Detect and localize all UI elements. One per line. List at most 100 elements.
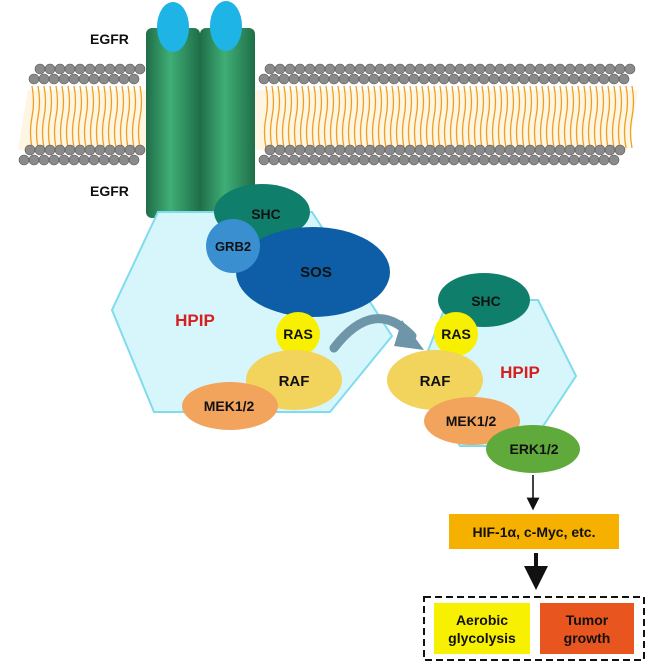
lipid-head — [438, 154, 450, 166]
lipid-head — [298, 73, 310, 85]
lipid-head — [28, 73, 40, 85]
lipid-head — [268, 154, 280, 166]
lipid-head — [424, 144, 436, 156]
lipid-head — [598, 73, 610, 85]
lipid-tail — [29, 85, 35, 149]
lipid-head — [524, 144, 536, 156]
lipid-tail — [551, 85, 557, 149]
lipid-head — [94, 63, 106, 75]
lipid-tail — [77, 85, 83, 149]
lipid-head — [338, 73, 350, 85]
lipid-head — [304, 63, 316, 75]
lipid-head — [284, 144, 296, 156]
lipid-head — [48, 154, 60, 166]
lipid-head — [478, 73, 490, 85]
lipid-head — [498, 73, 510, 85]
hpip-label-left: HPIP — [175, 311, 215, 330]
lipid-head — [488, 73, 500, 85]
lipid-tail — [563, 85, 569, 149]
lipid-tail — [539, 85, 545, 149]
lipid-tail — [575, 85, 581, 149]
lipid-head — [604, 144, 616, 156]
lipid-head — [384, 144, 396, 156]
lipid-head — [94, 144, 106, 156]
lipid-head — [298, 154, 310, 166]
lipid-head — [348, 73, 360, 85]
lipid-head — [44, 63, 56, 75]
lipid-head — [514, 63, 526, 75]
lipid-head — [54, 63, 66, 75]
lipid-head — [134, 63, 146, 75]
lipid-head — [304, 144, 316, 156]
lipid-tail — [377, 85, 383, 149]
lipid-tail — [71, 85, 77, 149]
raf-label-right: RAF — [420, 373, 451, 390]
lipid-head — [618, 73, 630, 85]
lipid-head — [394, 144, 406, 156]
lipid-head — [604, 63, 616, 75]
ras-protein-right — [434, 312, 478, 356]
lipid-tail — [125, 85, 131, 149]
lipid-head — [78, 73, 90, 85]
lipid-head — [518, 73, 530, 85]
lipid-head — [28, 154, 40, 166]
lipid-tail — [593, 85, 599, 149]
egf-ligand-right — [210, 1, 242, 51]
lipid-tail — [485, 85, 491, 149]
lipid-head — [128, 154, 140, 166]
lipid-head — [288, 73, 300, 85]
lipid-tail — [605, 85, 611, 149]
lipid-head — [494, 144, 506, 156]
lipid-tail — [275, 85, 281, 149]
lipid-head — [428, 73, 440, 85]
lipid-head — [564, 63, 576, 75]
lipid-head — [508, 154, 520, 166]
lipid-head — [398, 73, 410, 85]
lipid-tail — [473, 85, 479, 149]
lipid-head — [608, 154, 620, 166]
translocation-arrow — [329, 314, 424, 353]
lipid-tail — [101, 85, 107, 149]
lipid-tail — [509, 85, 515, 149]
lipid-head — [384, 63, 396, 75]
lipid-head — [424, 63, 436, 75]
mek-protein-right — [424, 397, 520, 445]
lipid-tail — [53, 85, 59, 149]
lipid-head — [324, 63, 336, 75]
lipid-head — [484, 144, 496, 156]
lipid-head — [594, 144, 606, 156]
lipid-head — [548, 73, 560, 85]
lipid-head — [418, 154, 430, 166]
lipid-head — [338, 154, 350, 166]
lipid-head — [348, 154, 360, 166]
lipid-head — [328, 154, 340, 166]
lipid-tail — [395, 85, 401, 149]
lipid-head — [508, 73, 520, 85]
shc-label-left: SHC — [251, 206, 281, 222]
lipid-head — [458, 154, 470, 166]
lipid-head — [38, 154, 50, 166]
lipid-head — [404, 63, 416, 75]
lipid-head — [588, 73, 600, 85]
lipid-tail — [371, 85, 377, 149]
lipid-head — [448, 73, 460, 85]
lipid-head — [114, 144, 126, 156]
lipid-head — [118, 73, 130, 85]
lipid-head — [64, 63, 76, 75]
lipid-head — [268, 73, 280, 85]
lipid-tail — [515, 85, 521, 149]
lipid-head — [594, 63, 606, 75]
lipid-tail — [59, 85, 65, 149]
lipid-head — [18, 154, 30, 166]
lipid-tail — [461, 85, 467, 149]
lipid-head — [118, 154, 130, 166]
shc-label-right: SHC — [471, 293, 501, 309]
right-complex — [387, 273, 580, 473]
lipid-head — [104, 144, 116, 156]
lipid-tail — [629, 85, 635, 149]
lipid-head — [414, 144, 426, 156]
lipid-head — [558, 73, 570, 85]
lipid-head — [68, 154, 80, 166]
lipid-head — [578, 154, 590, 166]
